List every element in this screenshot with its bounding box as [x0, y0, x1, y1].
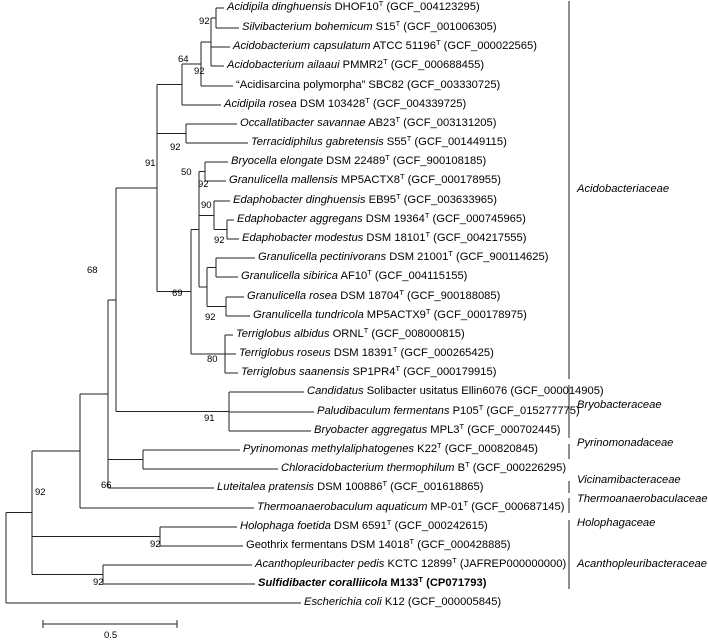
scale-bar-label: 0.5 — [104, 630, 118, 641]
taxon-label-t6: Acidipila rosea DSM 103428T (GCF_0043397… — [224, 96, 467, 110]
bootstrap-value-bs-68: 68 — [87, 265, 98, 276]
bootstrap-value-bs-91-b: 91 — [204, 413, 215, 424]
bootstrap-value-bs-92-b: 92 — [194, 66, 205, 77]
taxon-label-t12: Edaphobacter aggregans DSM 19364T (GCF_0… — [237, 211, 526, 225]
taxon-label-t21: Candidatus Solibacter usitatus Ellin6076… — [307, 385, 604, 397]
bootstrap-value-bs-92-g: 92 — [35, 487, 46, 498]
bootstrap-value-bs-92-e: 92 — [214, 235, 225, 246]
family-label-thermoanaerobaculaceae: Thermoanaerobaculaceae — [577, 493, 708, 505]
bootstrap-value-bs-90: 90 — [201, 200, 212, 211]
taxon-label-t17: Granulicella tundricola MP5ACTX9T (GCF_0… — [253, 307, 527, 321]
taxon-label-t20: Terriglobus saanensis SP1PR4T (GCF_00017… — [241, 364, 497, 378]
bootstrap-value-bs-92-h: 92 — [150, 539, 161, 550]
family-label-bryobacteraceae: Bryobacteraceae — [577, 399, 662, 411]
taxon-label-t1: Acidipila dinghuensis DHOF10T (GCF_00412… — [227, 0, 480, 13]
taxon-label-t9: Bryocella elongate DSM 22489T (GCF_90010… — [231, 153, 487, 167]
bootstrap-value-bs-64: 64 — [178, 54, 189, 65]
taxon-label-t30: Acanthopleuribacter pedis KCTC 12899T (J… — [255, 556, 567, 570]
family-label-holophagaceae: Holophagaceae — [577, 517, 656, 529]
taxon-label-t29: Geothrix fermentans DSM 14018T (GCF_0004… — [246, 537, 511, 551]
taxon-label-t14: Granulicella pectinivorans DSM 21001T (G… — [258, 249, 549, 263]
taxon-label-t3: Acidobacterium capsulatum ATCC 51196T (G… — [233, 38, 537, 52]
taxon-label-t24: Pyrinomonas methylaliphatogenes K22T (GC… — [243, 441, 539, 455]
taxon-label-t13: Edaphobacter modestus DSM 18101T (GCF_00… — [242, 230, 527, 244]
bootstrap-value-bs-91-a: 91 — [145, 158, 156, 169]
taxon-label-t32: Escherichia coli K12 (GCF_000005845) — [304, 596, 502, 608]
taxon-label-t8: Terracidiphilus gabretensis S55T (GCF_00… — [251, 134, 507, 148]
taxon-label-t2: Silvibacterium bohemicum S15T (GCF_00100… — [242, 19, 497, 33]
bootstrap-value-bs-92-i: 92 — [93, 577, 104, 588]
taxon-label-t26: Luteitalea pratensis DSM 100886T (GCF_00… — [217, 479, 484, 493]
family-label-vicinamibacteraceae: Vicinamibacteraceae — [577, 474, 681, 486]
bootstrap-value-bs-92-c: 92 — [170, 142, 181, 153]
taxon-label-t25: Chloracidobacterium thermophilum BT (GCF… — [281, 460, 567, 474]
bootstrap-value-bs-69: 69 — [172, 288, 183, 299]
taxon-label-t22: Paludibaculum fermentans P105T (GCF_0152… — [317, 403, 580, 417]
family-label-acidobacteriaceae: Acidobacteriaceae — [577, 183, 670, 195]
bootstrap-value-bs-50: 50 — [181, 167, 192, 178]
taxon-label-t27: Thermoanaerobaculum aquaticum MP-01T (GC… — [257, 499, 565, 513]
taxon-label-t23: Bryobacter aggregatus MPL3T (GCF_0007024… — [314, 422, 561, 436]
taxon-label-t19: Terriglobus roseus DSM 18391T (GCF_00026… — [239, 345, 494, 359]
taxon-label-t11: Edaphobacter dinghuensis EB95T (GCF_0036… — [233, 192, 497, 206]
taxon-label-t7: Occallatibacter savannae AB23T (GCF_0031… — [240, 115, 497, 129]
taxon-label-t10: Granulicella mallensis MP5ACTX8T (GCF_00… — [229, 172, 501, 186]
taxon-label-t4: Acidobacterium ailaaui PMMR2T (GCF_00068… — [227, 57, 485, 71]
taxon-label-t31: Sulfidibacter coralliicola M133T (CP0717… — [258, 575, 487, 589]
taxon-label-t28: Holophaga foetida DSM 6591T (GCF_0002426… — [240, 518, 488, 532]
taxon-label-t15: Granulicella sibirica AF10T (GCF_0041151… — [241, 268, 468, 282]
bootstrap-value-bs-92-a: 92 — [199, 16, 210, 27]
family-label-pyrinomonadaceae: Pyrinomonadaceae — [577, 437, 674, 449]
taxon-label-t16: Granulicella rosea DSM 18704T (GCF_90018… — [247, 288, 501, 302]
taxon-label-t5: “Acidisarcina polymorpha” SBC82 (GCF_003… — [236, 79, 501, 91]
bootstrap-value-bs-92-d: 92 — [198, 179, 209, 190]
taxon-label-t18: Terriglobus albidus ORNLT (GCF_008000815… — [236, 326, 465, 340]
bootstrap-value-bs-66: 66 — [101, 480, 112, 491]
family-label-acanthopleuribacteraceae: Acanthopleuribacteraceae — [577, 558, 707, 570]
bootstrap-value-bs-92-f: 92 — [205, 312, 216, 323]
bootstrap-value-bs-80: 80 — [207, 354, 218, 365]
